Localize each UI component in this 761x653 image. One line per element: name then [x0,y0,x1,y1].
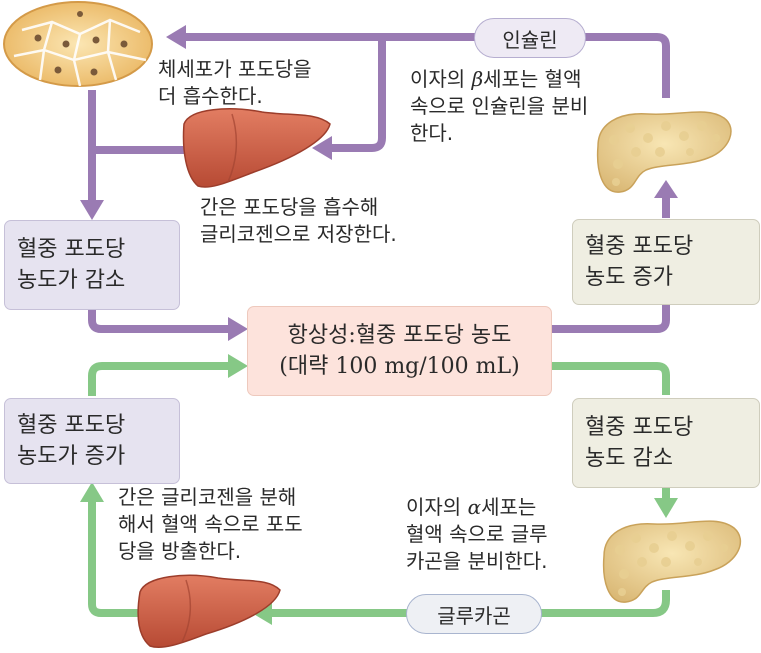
arrowhead-up-left-bottom [80,482,104,502]
note-liver-store: 간은 포도당을 흡수해 글리코젠으로 저장한다. [200,194,397,248]
box-line: 혈중 포도당 [17,413,126,438]
box-line: 농도 감소 [585,446,673,471]
note-line: 간은 글리코젠을 분해 [118,485,297,509]
note-fragment: 세포는 혈액 [483,67,582,91]
arrow-center-to-right-top [552,278,670,333]
box-line: 혈중 포도당 [585,234,694,259]
box-line: 농도가 감소 [17,268,126,293]
box-line: 농도가 증가 [17,444,126,469]
note-alpha-cells: 이자의 α세포는 혈액 속으로 글루 카곤을 분비한다. [406,494,548,575]
arrowhead-right-center [228,317,248,341]
box-glucose-decrease-right: 혈중 포도당 농도 감소 [572,398,760,488]
pancreas-bottom-illustration [602,520,742,603]
note-line: 속으로 인슐린을 분비 [410,94,589,118]
box-line: 혈중 포도당 [585,415,694,440]
note-line: 당을 방출한다. [118,539,242,563]
note-line: 간은 포도당을 흡수해 [200,195,379,219]
box-homeostasis-center: 항상성:혈중 포도당 농도 (대략 100 mg/100 mL) [247,306,552,396]
insulin-loop-arrows [88,33,670,333]
glucagon-text: 글루카곤 [437,603,511,628]
note-line: 카곤을 분비한다. [406,549,548,573]
liver-bottom-illustration [137,574,281,648]
note-liver-release: 간은 글리코젠을 분해 해서 혈액 속으로 포도 당을 방출한다. [118,484,303,565]
note-cells-absorb: 체세포가 포도당을 더 흡수한다. [158,56,312,110]
homeostasis-range: (대략 100 mg/100 mL) [279,354,520,379]
arrow-liver-to-left-bottom [88,500,150,617]
glucagon-label: 글루카곤 [406,594,542,634]
note-line: 글리코젠으로 저장한다. [200,222,397,246]
arrow-top-to-cells [185,33,670,98]
liver-top-illustration [182,108,331,188]
box-line: 농도 증가 [585,265,673,290]
pancreas-top-illustration [596,111,732,193]
arrowhead-left-cells [166,25,186,49]
box-glucose-increase-right: 혈중 포도당 농도 증가 [572,219,760,305]
homeostasis-title: 항상성:혈중 포도당 농도 [287,323,512,348]
arrow-center-to-right-bottom [552,362,670,395]
body-cells-illustration [3,1,153,87]
beta-symbol: β [471,67,484,91]
arrow-pancreas-to-liver [270,590,670,617]
note-line: 이자의 α세포는 [406,494,548,521]
arrow-left-top-to-center [88,310,230,333]
note-fragment: 이자의 [410,67,466,91]
alpha-symbol: α [467,495,482,519]
arrow-left-bottom-to-center [88,362,230,396]
box-glucose-decrease-left: 혈중 포도당 농도가 감소 [4,220,180,310]
note-fragment: 세포는 [481,495,537,519]
note-line: 해서 혈액 속으로 포도 [118,512,303,536]
insulin-label: 인슐린 [474,18,586,58]
insulin-arrowheads [80,25,678,341]
insulin-text: 인슐린 [502,27,558,52]
note-line: 한다. [410,121,454,145]
arrowhead-up-pancreas [654,180,678,198]
glucagon-arrowheads [80,354,678,625]
note-line: 이자의 β세포는 혈액 [410,66,588,93]
note-line: 혈액 속으로 글루 [406,522,548,546]
box-line: 혈중 포도당 [17,237,126,262]
arrow-branch-to-liver [330,37,386,152]
note-fragment: 이자의 [406,495,462,519]
arrowhead-down-pancreas [654,498,678,518]
box-glucose-increase-left: 혈중 포도당 농도가 증가 [4,398,180,484]
arrowhead-right-center-bottom [228,354,248,378]
arrowhead-down-left-box [80,200,104,220]
note-line: 더 흡수한다. [158,84,263,108]
arrowhead-left-liver [312,136,332,160]
note-line: 체세포가 포도당을 [158,57,312,81]
note-beta-cells: 이자의 β세포는 혈액 속으로 인슐린을 분비 한다. [410,66,588,147]
